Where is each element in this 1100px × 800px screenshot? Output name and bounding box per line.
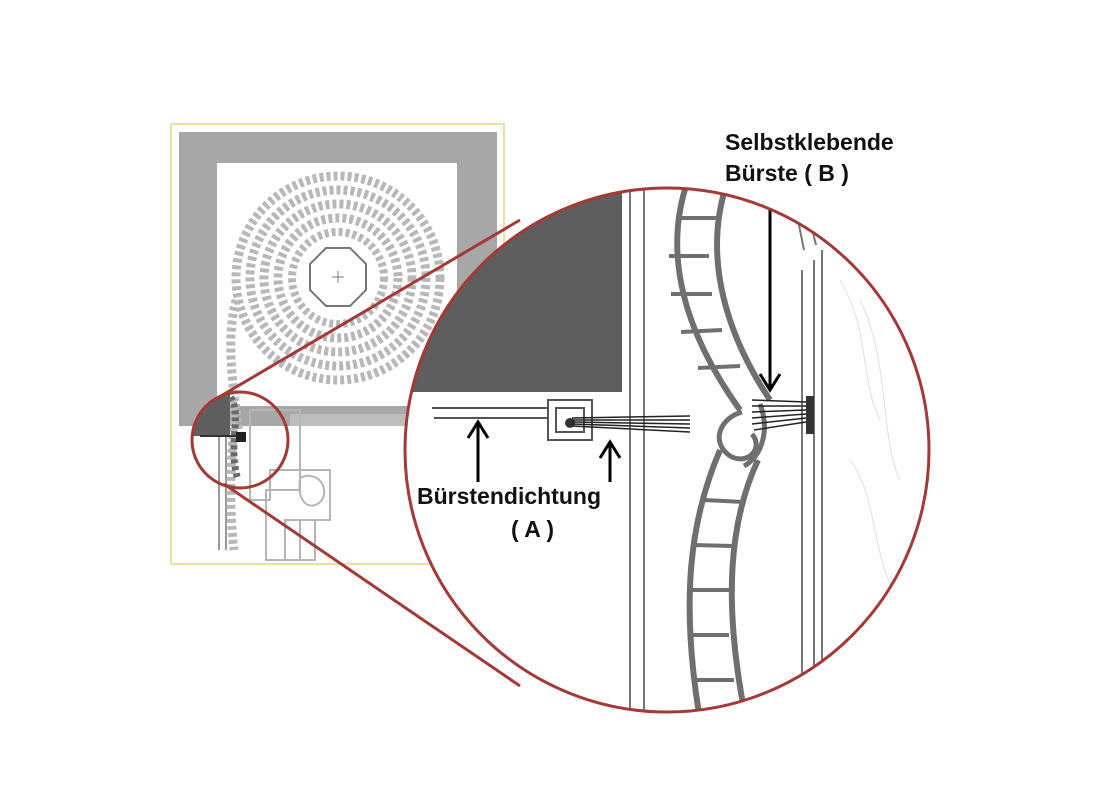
arrow-up-icon (598, 439, 622, 482)
brush-seal-a (432, 399, 691, 441)
label-brush-b-line2: Bürste ( B ) (725, 160, 849, 186)
brush-b (751, 396, 814, 434)
label-seal-a-line1: Bürstendichtung (417, 483, 601, 509)
arrow-up-icon (466, 419, 490, 482)
small-detail-circle (190, 390, 290, 490)
guide-rail (218, 430, 227, 550)
label-brush-b-line1: Selbstklebende (725, 129, 894, 155)
shutter-slats-upper (669, 188, 773, 412)
magnifier-circle-icon (403, 186, 931, 714)
magnifier-connectors (208, 218, 521, 688)
label-seal-a-line2: ( A ) (511, 516, 555, 542)
shutter-slats-lower (686, 448, 761, 712)
arrow-down-icon (758, 196, 782, 393)
